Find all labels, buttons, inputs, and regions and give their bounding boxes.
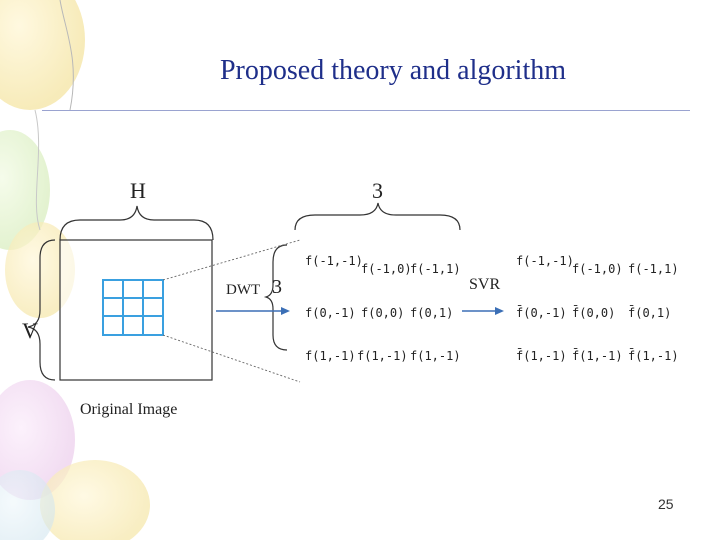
original-image-frame <box>59 239 213 381</box>
projection-line-bottom <box>162 334 301 383</box>
svr-cell: f̄(1,-1) <box>572 349 623 363</box>
dwt-cell: f(1,-1) <box>357 349 408 363</box>
svr-cell: f̄(1,-1) <box>516 349 567 363</box>
v-brace <box>27 239 56 381</box>
three-brace <box>294 202 461 231</box>
dwt-label: DWT <box>226 282 261 298</box>
dwt-cell: f(-1,0) <box>361 262 412 276</box>
dwt-cell: f(1,-1) <box>410 349 461 363</box>
pixel-grid <box>102 279 164 336</box>
svr-cell: f̄(1,-1) <box>628 349 679 363</box>
dwt-arrow <box>216 307 290 315</box>
svr-arrow <box>462 307 504 315</box>
dwt-cell: f(0,1) <box>410 306 454 320</box>
original-image-label: Original Image <box>80 401 178 418</box>
dwt-cell: f(-1,1) <box>410 262 461 276</box>
h-brace <box>59 205 214 241</box>
svr-cell: f̄(0,0) <box>572 306 616 320</box>
title-divider <box>42 110 690 111</box>
three-label: 3 <box>372 178 383 203</box>
v-label: V <box>22 318 38 343</box>
svr-cell: f(-1,0) <box>572 262 623 276</box>
svr-cell: f(-1,1) <box>628 262 679 276</box>
dwt-cell: f(0,0) <box>361 306 405 320</box>
dwt-cell: f(1,-1) <box>305 349 356 363</box>
slide-title: Proposed theory and algorithm <box>219 55 567 86</box>
svr-cell: f(-1,-1) <box>516 254 574 268</box>
page-number: 25 <box>658 496 674 512</box>
dwt-cell: f(-1,-1) <box>305 254 363 268</box>
h-label: H <box>130 178 146 203</box>
svr-cell: f̄(0,-1) <box>516 306 567 320</box>
dwt-three-label: 3 <box>272 276 282 298</box>
svr-cell: f̄(0,1) <box>628 306 672 320</box>
dwt-three-brace <box>263 244 288 351</box>
dwt-cell: f(0,-1) <box>305 306 356 320</box>
svr-label: SVR <box>469 276 501 293</box>
